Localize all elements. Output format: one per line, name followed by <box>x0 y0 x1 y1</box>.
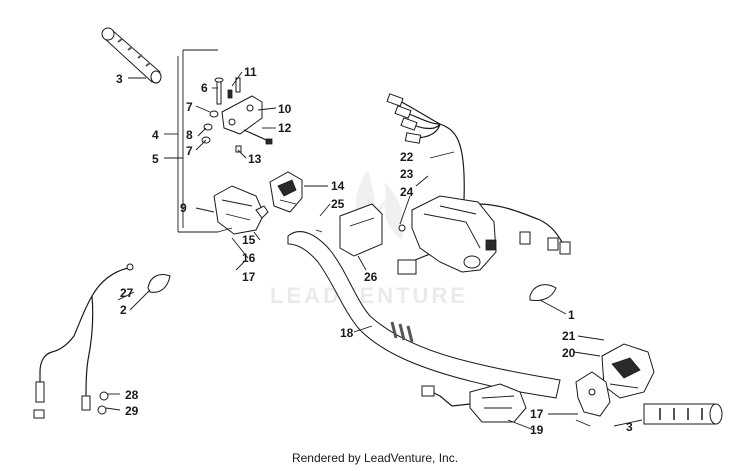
callout-27: 27 <box>120 286 134 300</box>
callout-10: 10 <box>278 102 292 116</box>
callout-26: 26 <box>364 270 378 284</box>
screw-24 <box>398 224 406 232</box>
callout-17-right: 17 <box>530 407 544 421</box>
throttle-control <box>269 171 303 213</box>
callout-14: 14 <box>331 179 345 193</box>
clamp-bracket <box>221 95 273 145</box>
callout-19: 19 <box>530 423 544 437</box>
callout-29: 29 <box>125 404 139 418</box>
mounting-plate <box>339 203 383 257</box>
right-switch-wiring <box>421 383 527 423</box>
callout-8: 8 <box>186 128 193 142</box>
callout-2: 2 <box>120 303 127 317</box>
callout-labels: 3 11 6 7 10 8 4 5 7 12 13 14 25 24 23 22… <box>116 65 633 437</box>
callout-11: 11 <box>244 65 257 79</box>
throttle-cable <box>33 263 134 419</box>
callout-5: 5 <box>152 152 159 166</box>
right-grip <box>643 403 723 425</box>
screw-25 <box>315 229 323 233</box>
left-grip <box>101 27 162 84</box>
callout-22: 22 <box>400 150 414 164</box>
callout-7-upper: 7 <box>186 100 193 114</box>
bracket-assembly-4-5 <box>177 49 218 233</box>
screw-16 <box>217 227 233 233</box>
callout-4: 4 <box>152 128 159 142</box>
callout-17-left: 17 <box>242 270 256 284</box>
callout-24: 24 <box>400 185 414 199</box>
handlebar <box>287 231 561 399</box>
callout-18: 18 <box>340 326 354 340</box>
small-hardware <box>201 77 241 144</box>
callout-28: 28 <box>125 388 139 402</box>
callout-16: 16 <box>242 251 256 265</box>
callout-6: 6 <box>201 81 208 95</box>
callout-12: 12 <box>278 121 292 135</box>
footer-credit: Rendered by LeadVenture, Inc. <box>291 451 459 465</box>
callout-23: 23 <box>400 167 414 181</box>
bolt-13 <box>235 145 242 153</box>
callout-21: 21 <box>562 329 576 343</box>
clip-2 <box>147 274 171 293</box>
callout-3-left: 3 <box>116 72 123 86</box>
wiring-harness <box>386 93 571 275</box>
right-switch-housing <box>601 343 655 399</box>
callout-1: 1 <box>568 308 575 322</box>
callout-9: 9 <box>180 201 187 215</box>
callout-13: 13 <box>248 152 262 166</box>
callout-25: 25 <box>331 197 345 211</box>
watermark-text: LEADVENTURE <box>270 283 468 308</box>
callout-3-right: 3 <box>626 420 633 434</box>
leader-lines <box>105 71 643 431</box>
heated-grip-housing <box>411 195 497 273</box>
right-bracket <box>575 371 611 427</box>
washers-28-29 <box>97 391 109 415</box>
callout-20: 20 <box>562 346 576 360</box>
callout-15: 15 <box>242 233 256 247</box>
clip-1 <box>529 284 557 301</box>
left-switch-housing <box>213 185 269 235</box>
callout-7-lower: 7 <box>186 144 193 158</box>
